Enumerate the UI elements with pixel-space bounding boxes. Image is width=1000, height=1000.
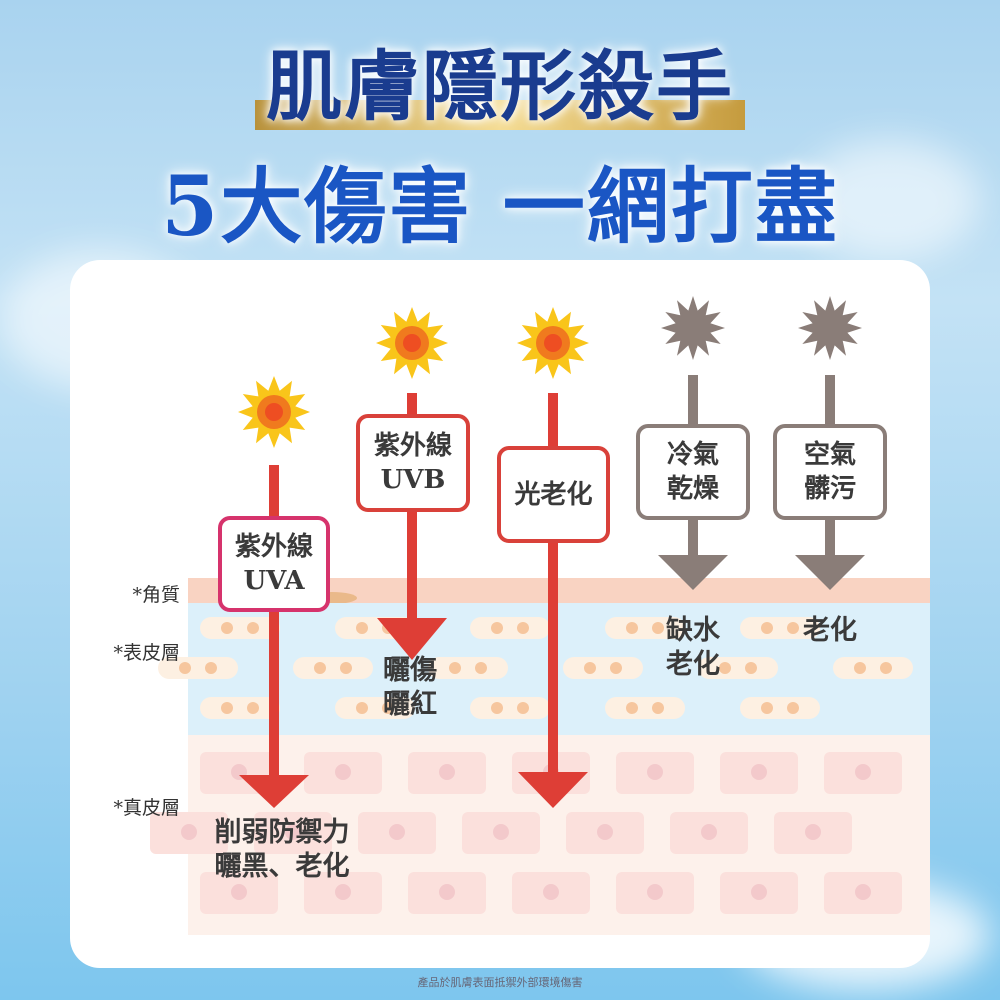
epidermis-cell xyxy=(740,617,820,639)
label-stratum: *角質 xyxy=(132,584,180,606)
dermis-cell xyxy=(304,872,382,914)
dermis-cell xyxy=(566,812,644,854)
dermis-cell xyxy=(824,752,902,794)
dryness-effect: 缺水老化 xyxy=(653,614,733,682)
pollution-label: 空氣 xyxy=(803,440,856,470)
dark-star-icon xyxy=(798,296,862,360)
dryness-box: 冷氣乾燥 xyxy=(636,424,750,520)
effect-line: 老化 xyxy=(666,649,720,680)
dermis-cell xyxy=(720,872,798,914)
dermis-cell xyxy=(774,812,852,854)
photoaging-label: 光老化 xyxy=(514,479,593,510)
uva-arrow xyxy=(239,465,309,808)
dermis-cell xyxy=(824,872,902,914)
pollution-sub: 髒污 xyxy=(803,474,856,504)
dryness-label: 冷氣 xyxy=(666,440,719,470)
dark-star-icon xyxy=(661,296,725,360)
dermis-cell xyxy=(358,812,436,854)
sun-icon xyxy=(517,307,589,379)
label-epidermis: *表皮層 xyxy=(113,642,180,664)
epidermis-cell xyxy=(200,617,280,639)
dermis-cell xyxy=(462,812,540,854)
epidermis-cell xyxy=(470,697,550,719)
uvb-effect: 曬傷曬紅 xyxy=(370,654,450,722)
uvb-sub: UVB xyxy=(380,465,446,495)
epidermis-cell xyxy=(740,697,820,719)
dermis-cell xyxy=(512,872,590,914)
diagram-card: *角質 *表皮層 *真皮層 紫外線 UVA 紫外線 UVB 光老化 冷氣乾燥 空氣髒… xyxy=(70,260,930,968)
uva-label: 紫外線 xyxy=(234,532,313,562)
epidermis-cell xyxy=(563,657,643,679)
dryness-sub: 乾燥 xyxy=(666,474,719,504)
uva-effect: 削弱防禦力曬黑、老化 xyxy=(192,816,372,884)
dermis-cell xyxy=(150,812,228,854)
dermis-cell xyxy=(304,752,382,794)
photoaging-box: 光老化 xyxy=(497,446,610,543)
sun-icon xyxy=(238,376,310,448)
epidermis-cell xyxy=(158,657,238,679)
effect-line: 削弱防禦力 xyxy=(214,817,350,848)
dermis-cell xyxy=(616,872,694,914)
uva-sub: UVA xyxy=(243,566,305,596)
dermis-cell xyxy=(720,752,798,794)
effect-line: 曬紅 xyxy=(383,689,437,720)
epidermis-cell xyxy=(470,617,550,639)
effect-line: 曬傷 xyxy=(383,655,437,686)
pollution-box: 空氣髒污 xyxy=(773,424,887,520)
title-line-1: 肌膚隱形殺手 xyxy=(266,42,734,131)
sun-icon xyxy=(376,307,448,379)
dermis-cell xyxy=(200,872,278,914)
label-dermis: *真皮層 xyxy=(113,797,180,819)
dermis-cell xyxy=(616,752,694,794)
epidermis-cell xyxy=(698,657,778,679)
title-line-2: 5大傷害 一網打盡 xyxy=(161,159,839,255)
uvb-label: 紫外線 xyxy=(373,431,452,461)
uva-box: 紫外線 UVA xyxy=(218,516,330,612)
uvb-box: 紫外線 UVB xyxy=(356,414,470,512)
epidermis-cell xyxy=(605,617,685,639)
cloud xyxy=(800,140,980,260)
epidermis-cell xyxy=(335,697,415,719)
epidermis-cell xyxy=(833,657,913,679)
dermis-cell xyxy=(254,812,332,854)
effect-line: 缺水 xyxy=(666,615,720,646)
footnote: 產品於肌膚表面抵禦外部環境傷害 xyxy=(417,976,583,989)
photoaging-arrow xyxy=(518,393,588,808)
effect-line: 老化 xyxy=(803,615,857,646)
epidermis-cell xyxy=(293,657,373,679)
epidermis-cell xyxy=(605,697,685,719)
epidermis-cell xyxy=(200,697,280,719)
dermis-cell xyxy=(670,812,748,854)
dermis-cell xyxy=(408,752,486,794)
title-gold-bar xyxy=(255,100,745,130)
pollution-effect: 老化 xyxy=(790,614,870,648)
effect-line: 曬黑、老化 xyxy=(214,851,350,882)
dermis-cell xyxy=(408,872,486,914)
epidermis-cell xyxy=(428,657,508,679)
